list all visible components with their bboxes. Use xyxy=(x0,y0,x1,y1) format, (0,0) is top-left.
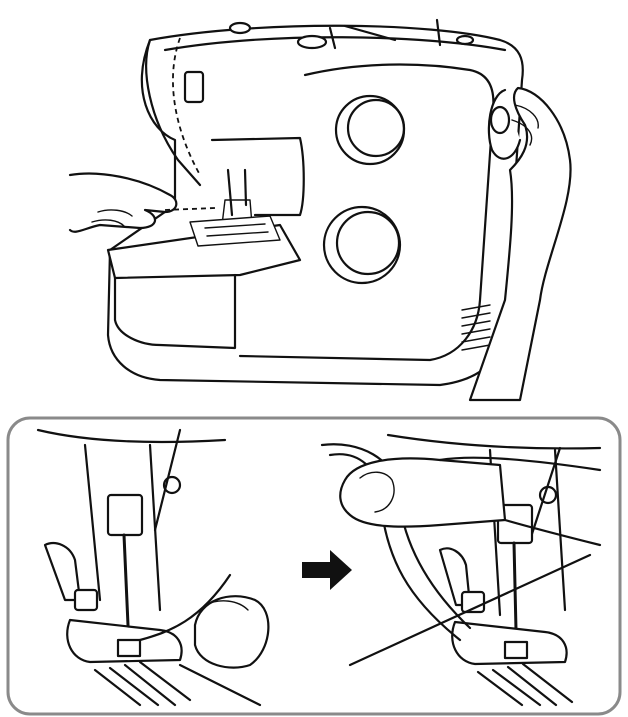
thread-line xyxy=(153,428,182,532)
take-up-lever xyxy=(183,70,205,104)
left-hand xyxy=(68,172,178,233)
thumb-pulling-thread xyxy=(339,457,507,528)
feed-dogs xyxy=(93,660,192,707)
head-section xyxy=(145,38,202,187)
needle xyxy=(122,533,130,627)
spool-pin xyxy=(328,24,397,50)
detail-step-1-illustration xyxy=(36,428,270,707)
needle-2 xyxy=(512,541,518,632)
sewing-machine-illustration xyxy=(68,18,572,402)
needle-arch xyxy=(210,136,305,217)
right-hand xyxy=(468,86,572,402)
detail-step-2-illustration xyxy=(320,433,602,707)
needle-bar xyxy=(226,168,248,217)
bobbin-winder xyxy=(455,34,475,46)
finger-holding-thread xyxy=(193,595,270,669)
step-arrow xyxy=(302,550,352,590)
vent-grille xyxy=(461,304,491,351)
thread-guide-1 xyxy=(228,21,252,35)
thread-guide-2 xyxy=(296,34,328,50)
needle-plate xyxy=(189,215,281,247)
needle-clamp xyxy=(106,493,144,537)
stitch-pattern-dial[interactable] xyxy=(322,205,402,285)
stitch-length-dial[interactable] xyxy=(334,94,406,166)
